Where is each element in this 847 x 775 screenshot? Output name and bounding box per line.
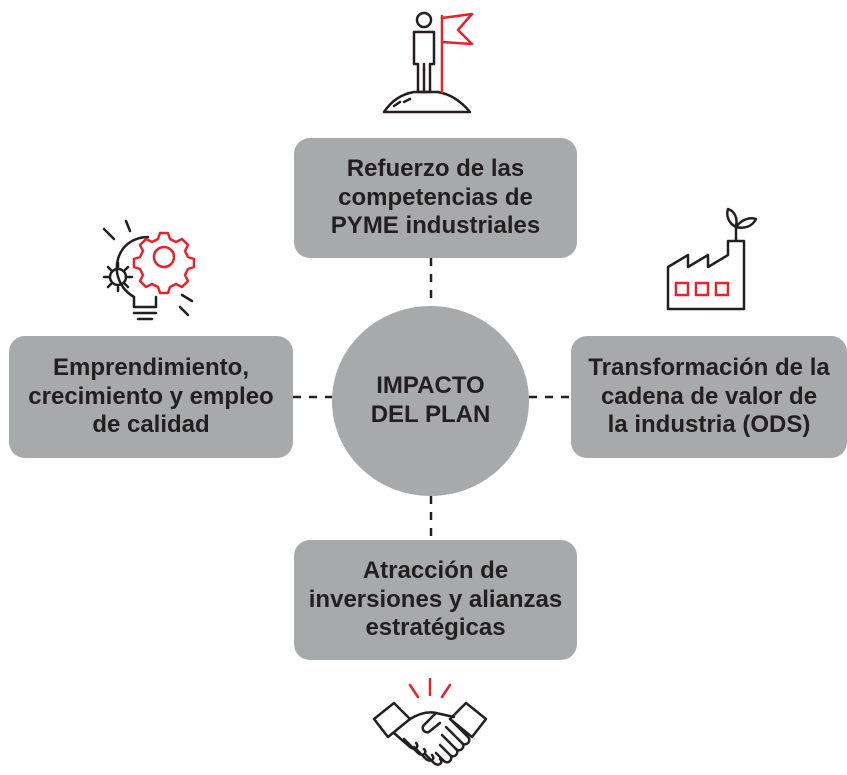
node-top-line-1: Refuerzo de las	[346, 154, 525, 182]
node-top-line-2: competencias de	[338, 183, 533, 211]
person-flag-summit-icon	[382, 11, 474, 114]
node-bottom-line-3: estratégicas	[365, 614, 506, 642]
center-line-2: DEL PLAN	[370, 401, 491, 428]
node-right-line-1: Transformación de la	[588, 353, 830, 381]
node-left-line-2: crecimiento y empleo	[28, 382, 274, 410]
node-left-line-1: Emprendimiento,	[52, 353, 250, 381]
node-left-emprendimiento: Emprendimiento, crecimiento y empleo de …	[9, 336, 293, 458]
node-top-line-3: PYME industriales	[330, 212, 541, 240]
center-hub: IMPACTO DEL PLAN	[332, 306, 529, 496]
node-top-competencias: Refuerzo de las competencias de PYME ind…	[294, 138, 577, 258]
node-right-transformacion: Transformación de la cadena de valor de …	[571, 336, 847, 458]
lightbulb-gears-icon	[102, 219, 196, 321]
node-left-line-3: de calidad	[92, 411, 210, 439]
factory-sprout-icon	[666, 207, 758, 311]
handshake-icon	[372, 677, 488, 766]
node-right-line-3: la industria (ODS)	[607, 411, 811, 439]
center-line-1: IMPACTO	[376, 372, 485, 400]
node-bottom-line-2: inversiones y alianzas	[308, 585, 563, 613]
node-right-line-2: cadena de valor de	[600, 382, 818, 410]
node-bottom-line-1: Atracción de	[362, 556, 509, 584]
node-bottom-atraccion: Atracción de inversiones y alianzas estr…	[294, 540, 577, 660]
